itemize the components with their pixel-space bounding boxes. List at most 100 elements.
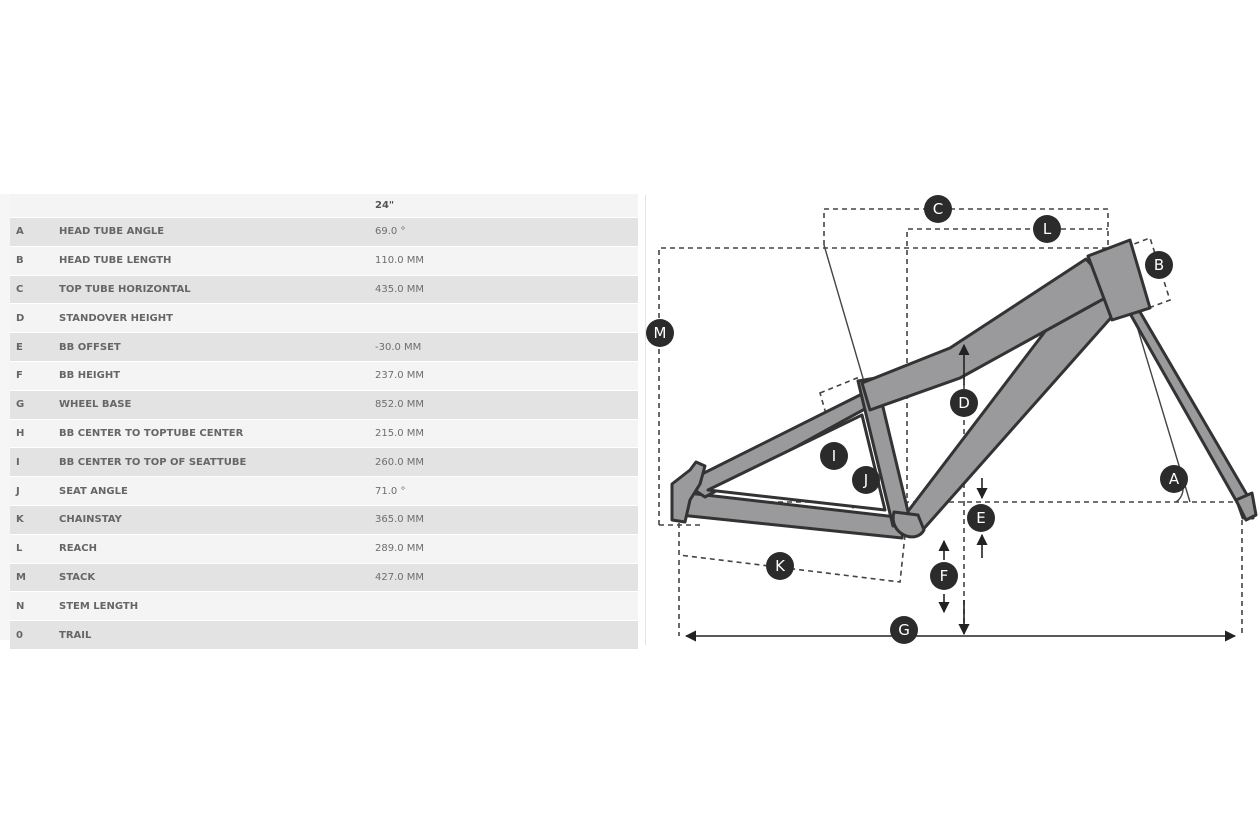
size-header: 24" <box>375 194 638 218</box>
row-code: F <box>10 361 59 391</box>
row-name: STEM LENGTH <box>59 591 375 622</box>
row-value: 71.0 ° <box>375 476 638 506</box>
row-name: CHAINSTAY <box>59 505 375 535</box>
row-value: 110.0 MM <box>375 246 638 276</box>
row-value: -30.0 MM <box>375 332 638 362</box>
arrows <box>684 343 1237 642</box>
marker-k: K <box>766 552 794 580</box>
marker-g: G <box>890 616 918 644</box>
row-value: 435.0 MM <box>375 275 638 305</box>
marker-a: A <box>1160 465 1188 493</box>
row-value: 260.0 MM <box>375 447 638 478</box>
row-value: 215.0 MM <box>375 419 638 449</box>
svg-text:C: C <box>933 200 943 218</box>
row-value <box>375 303 638 334</box>
row-name: HEAD TUBE ANGLE <box>59 217 375 247</box>
row-code: K <box>10 505 59 535</box>
row-value: 365.0 MM <box>375 505 638 535</box>
svg-text:M: M <box>654 324 667 342</box>
marker-d: D <box>950 389 978 417</box>
bottom-bracket <box>891 510 926 539</box>
row-name: STANDOVER HEIGHT <box>59 303 375 334</box>
head-tube <box>1086 238 1152 322</box>
row-code: I <box>10 447 59 478</box>
row-value <box>375 591 638 622</box>
row-name: BB CENTER TO TOP OF SEATTUBE <box>59 447 375 478</box>
svg-text:B: B <box>1154 256 1164 274</box>
row-name: WHEEL BASE <box>59 390 375 420</box>
table-header-row: 24" <box>10 194 638 218</box>
marker-i: I <box>820 442 848 470</box>
marker-f: F <box>930 562 958 590</box>
row-name: BB HEIGHT <box>59 361 375 391</box>
svg-text:G: G <box>898 621 910 639</box>
row-name: HEAD TUBE LENGTH <box>59 246 375 276</box>
row-code: H <box>10 419 59 449</box>
row-name: SEAT ANGLE <box>59 476 375 506</box>
line-m <box>658 247 1112 525</box>
fork <box>1126 308 1255 520</box>
marker-j: J <box>852 466 880 494</box>
row-code: 0 <box>10 620 59 650</box>
row-code: D <box>10 303 59 334</box>
table-left-edge <box>0 194 10 640</box>
svg-text:J: J <box>863 471 868 489</box>
svg-text:K: K <box>775 557 786 575</box>
row-code: B <box>10 246 59 276</box>
marker-m: M <box>646 319 674 347</box>
svg-text:L: L <box>1043 220 1052 238</box>
row-code: J <box>10 476 59 506</box>
svg-text:F: F <box>940 567 949 585</box>
row-value <box>375 620 638 650</box>
frame-window <box>706 413 887 512</box>
row-code: A <box>10 217 59 247</box>
row-code: M <box>10 563 59 593</box>
row-value: 427.0 MM <box>375 563 638 593</box>
marker-e: E <box>967 504 995 532</box>
panel-divider <box>645 195 646 645</box>
row-name: STACK <box>59 563 375 593</box>
row-value: 237.0 MM <box>375 361 638 391</box>
header-code-cell <box>10 194 59 218</box>
svg-text:A: A <box>1169 470 1180 488</box>
row-name: TRAIL <box>59 620 375 650</box>
markers: C L B M D I J A E K F G <box>646 195 1188 644</box>
marker-l: L <box>1033 215 1061 243</box>
rear-dropout <box>670 460 707 524</box>
bike-frame <box>670 238 1258 540</box>
svg-text:I: I <box>832 447 836 465</box>
svg-text:D: D <box>958 394 970 412</box>
row-code: C <box>10 275 59 305</box>
marker-c: C <box>924 195 952 223</box>
row-code: E <box>10 332 59 362</box>
svg-text:E: E <box>976 509 985 527</box>
row-name: BB CENTER TO TOPTUBE CENTER <box>59 419 375 449</box>
row-value: 69.0 ° <box>375 217 638 247</box>
row-value: 852.0 MM <box>375 390 638 420</box>
row-code: L <box>10 534 59 564</box>
line-c <box>823 208 1109 245</box>
row-value: 289.0 MM <box>375 534 638 564</box>
row-name: REACH <box>59 534 375 564</box>
header-name-cell <box>59 194 375 218</box>
row-name: TOP TUBE HORIZONTAL <box>59 275 375 305</box>
row-code: G <box>10 390 59 420</box>
row-name: BB OFFSET <box>59 332 375 362</box>
fork-dropout <box>1234 491 1258 522</box>
row-code: N <box>10 591 59 622</box>
marker-b: B <box>1145 251 1173 279</box>
